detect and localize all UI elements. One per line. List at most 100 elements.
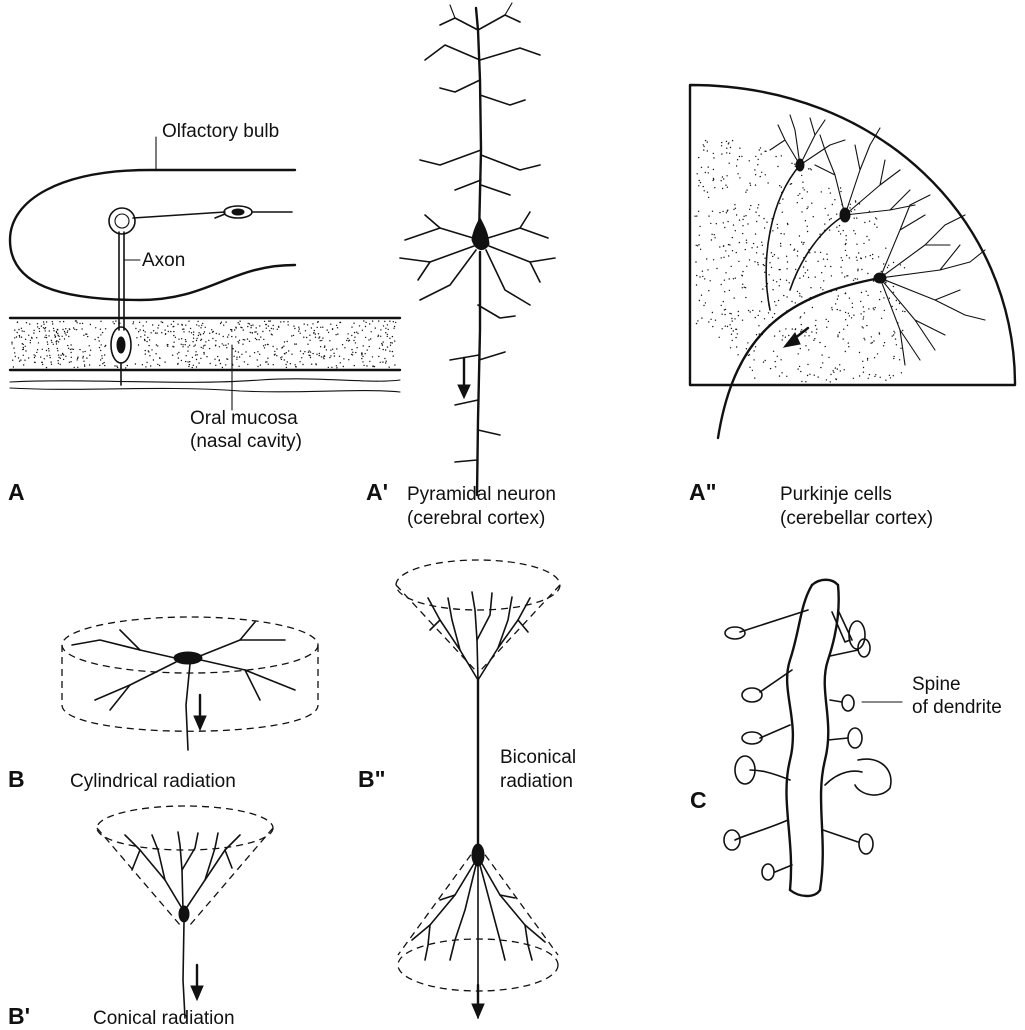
stipple-dot: [827, 259, 828, 260]
stipple-dot: [748, 310, 749, 311]
stipple-dot: [223, 325, 224, 326]
stipple-dot: [187, 346, 188, 347]
stipple-dot: [192, 367, 193, 368]
stipple-dot: [867, 359, 868, 360]
stipple-dot: [378, 320, 379, 321]
stipple-dot: [810, 287, 811, 288]
stipple-dot: [153, 359, 154, 360]
stipple-dot: [732, 340, 733, 341]
stipple-dot: [383, 325, 384, 326]
stipple-dot: [755, 317, 756, 318]
stipple-dot: [302, 364, 303, 365]
stipple-dot: [814, 338, 815, 339]
stipple-dot: [862, 361, 863, 362]
stipple-dot: [863, 338, 864, 339]
stipple-dot: [742, 275, 743, 276]
stipple-dot: [802, 198, 803, 199]
stipple-dot: [822, 362, 823, 363]
stipple-dot: [234, 329, 235, 330]
stipple-dot: [299, 328, 300, 329]
stipple-dot: [115, 320, 116, 321]
stipple-dot: [280, 321, 281, 322]
stipple-dot: [826, 319, 827, 320]
stipple-dot: [249, 341, 250, 342]
stipple-dot: [761, 301, 762, 302]
stipple-dot: [835, 367, 836, 368]
stipple-dot: [247, 364, 248, 365]
stipple-dot: [291, 354, 292, 355]
stipple-dot: [86, 357, 87, 358]
stipple-dot: [799, 278, 800, 279]
stipple-dot: [287, 361, 288, 362]
stipple-dot: [838, 295, 839, 296]
stipple-dot: [40, 356, 41, 357]
stipple-dot: [62, 329, 63, 330]
stipple-dot: [312, 353, 313, 354]
stipple-dot: [30, 342, 31, 343]
stipple-dot: [723, 222, 724, 223]
stipple-dot: [755, 174, 756, 175]
stipple-dot: [733, 224, 734, 225]
stipple-dot: [172, 326, 173, 327]
stipple-dot: [856, 244, 857, 245]
stipple-dot: [699, 226, 700, 227]
stipple-dot: [780, 233, 781, 234]
stipple-dot: [340, 362, 341, 363]
stipple-dot: [746, 240, 747, 241]
stipple-dot: [220, 323, 221, 324]
caption-conical-radiation: Conical radiation: [93, 1008, 235, 1029]
stipple-dot: [352, 352, 353, 353]
stipple-dot: [739, 242, 740, 243]
stipple-dot: [831, 275, 832, 276]
stipple-dot: [74, 367, 75, 368]
stipple-dot: [387, 336, 388, 337]
stipple-dot: [758, 325, 759, 326]
stipple-dot: [299, 361, 300, 362]
stipple-dot: [801, 381, 802, 382]
stipple-dot: [245, 351, 246, 352]
stipple-dot: [725, 185, 726, 186]
stipple-dot: [301, 357, 302, 358]
stipple-dot: [161, 332, 162, 333]
stipple-dot: [696, 245, 697, 246]
stipple-dot: [220, 363, 221, 364]
stipple-dot: [57, 350, 58, 351]
stipple-dot: [21, 337, 22, 338]
panel-letter-c: C: [690, 787, 707, 813]
stipple-dot: [89, 345, 90, 346]
stipple-dot: [694, 216, 695, 217]
stipple-dot: [864, 222, 865, 223]
stipple-dot: [187, 361, 188, 362]
stipple-dot: [742, 271, 743, 272]
stipple-dot: [365, 322, 366, 323]
stipple-dot: [902, 311, 903, 312]
stipple-dot: [749, 259, 750, 260]
stipple-dot: [20, 359, 21, 360]
stipple-dot: [304, 323, 305, 324]
stipple-dot: [374, 366, 375, 367]
stipple-dot: [183, 331, 184, 332]
stipple-dot: [814, 251, 815, 252]
stipple-dot: [48, 350, 49, 351]
stipple-dot: [286, 352, 287, 353]
stipple-dot: [58, 357, 59, 358]
stipple-dot: [363, 345, 364, 346]
stipple-dot: [790, 244, 791, 245]
stipple-dot: [193, 331, 194, 332]
stipple-dot: [233, 356, 234, 357]
stipple-dot: [76, 320, 77, 321]
stipple-dot: [837, 309, 838, 310]
stipple-dot: [392, 342, 393, 343]
stipple-dot: [361, 358, 362, 359]
stipple-dot: [76, 322, 77, 323]
stipple-dot: [904, 267, 905, 268]
stipple-dot: [771, 267, 772, 268]
stipple-dot: [41, 362, 42, 363]
stipple-dot: [764, 318, 765, 319]
stipple-dot: [775, 366, 776, 367]
stipple-dot: [840, 233, 841, 234]
stipple-dot: [731, 266, 732, 267]
stipple-dot: [893, 358, 894, 359]
stipple-dot: [39, 331, 40, 332]
stipple-dot: [875, 374, 876, 375]
